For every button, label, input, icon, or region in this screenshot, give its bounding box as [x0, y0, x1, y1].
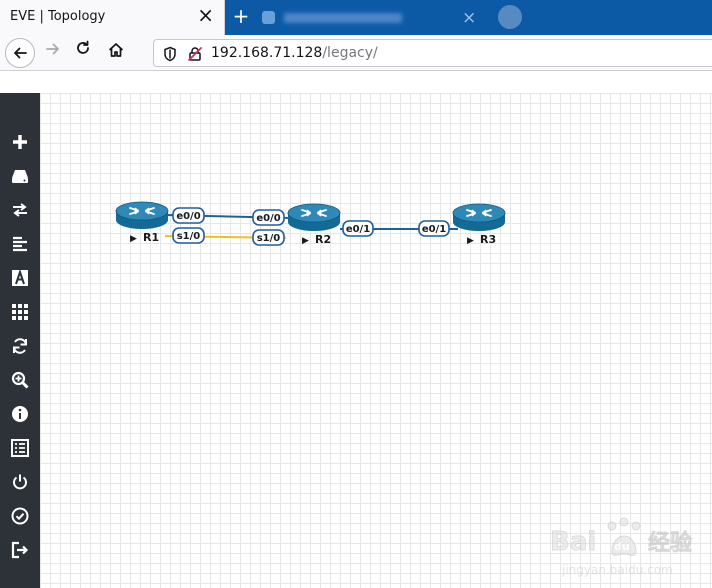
iface-label-r2-s1-0[interactable]: s1/0 — [252, 229, 285, 246]
insecure-lock-icon[interactable] — [187, 46, 203, 66]
browser-tab-strip: EVE | Topology × + × — [0, 0, 712, 35]
url-text[interactable]: 192.168.71.128/legacy/ — [211, 45, 378, 61]
play-icon[interactable]: ▶ — [467, 236, 474, 246]
iface-label-r1-s1-0[interactable]: s1/0 — [172, 227, 205, 244]
svg-text:e0/0: e0/0 — [176, 211, 200, 222]
topology-canvas[interactable]: e0/0 s1/0 e0/0 s1/0 e0/1 e0/1 ▶ R1 — [40, 93, 712, 588]
router-r3[interactable]: ▶ R3 — [452, 203, 506, 246]
info-icon — [12, 406, 28, 422]
svg-text:s1/0: s1/0 — [177, 231, 201, 242]
url-path: /legacy/ — [322, 45, 378, 61]
sidebar-item-add[interactable] — [6, 128, 34, 156]
node-label-r1: R1 — [143, 231, 159, 244]
svg-text:s1/0: s1/0 — [257, 233, 281, 244]
svg-text:jingyan.baidu.com: jingyan.baidu.com — [561, 563, 673, 577]
sidebar-item-zoom[interactable] — [6, 366, 34, 394]
toolbar-gap — [0, 72, 712, 93]
power-icon — [13, 474, 27, 490]
url-bar[interactable]: 192.168.71.128/legacy/ — [153, 39, 712, 67]
grid-icon — [12, 304, 28, 320]
zoom-in-icon — [11, 371, 29, 389]
node-label-r2: R2 — [315, 233, 331, 246]
sidebar-item-close-lab[interactable] — [6, 468, 34, 496]
arrow-left-icon[interactable] — [5, 38, 35, 68]
arrow-right-icon[interactable] — [44, 40, 62, 63]
profile-icon[interactable] — [498, 5, 522, 29]
list-icon — [11, 439, 29, 457]
hard-drive-icon — [12, 170, 28, 183]
router-icon — [115, 201, 169, 229]
router-icon — [452, 203, 506, 231]
swap-arrows-icon — [13, 203, 27, 217]
refresh-icon — [13, 338, 27, 354]
close-icon[interactable]: × — [462, 8, 477, 28]
iface-label-r2-e0-1[interactable]: e0/1 — [342, 220, 374, 237]
topology-diagram[interactable]: e0/0 s1/0 e0/0 s1/0 e0/1 e0/1 ▶ R1 — [40, 93, 712, 588]
blurred-tab-title — [284, 13, 402, 23]
router-r1[interactable]: ▶ R1 — [115, 201, 169, 244]
align-left-icon — [13, 236, 27, 252]
home-icon[interactable] — [107, 41, 125, 63]
paw-icon: du — [607, 517, 641, 556]
svg-text:du: du — [614, 540, 630, 553]
iface-label-r3-e0-1[interactable]: e0/1 — [418, 220, 450, 237]
new-tab-button[interactable]: + — [232, 4, 250, 28]
router-icon — [287, 203, 341, 231]
tab-eve-topology[interactable]: EVE | Topology × — [0, 0, 225, 35]
router-r2[interactable]: ▶ R2 — [287, 203, 341, 246]
sidebar-item-configured-objects[interactable] — [6, 298, 34, 326]
plus-icon — [13, 135, 27, 149]
sidebar-item-lock-lab[interactable] — [6, 502, 34, 530]
sidebar-item-lab-details[interactable] — [6, 434, 34, 462]
check-circle-icon — [11, 507, 29, 525]
sidebar-item-networks[interactable] — [6, 196, 34, 224]
reload-icon[interactable] — [74, 39, 92, 62]
play-icon[interactable]: ▶ — [302, 236, 309, 246]
sidebar-item-startup-configs[interactable] — [6, 230, 34, 258]
svg-text:e0/1: e0/1 — [346, 224, 370, 235]
svg-text:e0/1: e0/1 — [422, 224, 446, 235]
sign-out-icon — [11, 541, 29, 559]
sidebar-item-refresh[interactable] — [6, 332, 34, 360]
text-a-icon — [12, 269, 28, 286]
svg-text:经验: 经验 — [648, 530, 692, 556]
browser-toolbar: 192.168.71.128/legacy/ — [0, 35, 712, 71]
shield-icon[interactable] — [163, 46, 177, 66]
sidebar-item-status[interactable] — [6, 400, 34, 428]
svg-text:Bai: Bai — [550, 527, 596, 557]
tab-blurred[interactable]: × — [256, 3, 486, 32]
eve-sidebar — [0, 93, 40, 588]
play-icon[interactable]: ▶ — [130, 234, 137, 244]
svg-text:e0/0: e0/0 — [256, 213, 280, 224]
favicon-icon — [262, 11, 275, 24]
sidebar-item-logout[interactable] — [6, 536, 34, 564]
url-host: 192.168.71.128 — [211, 45, 323, 61]
iface-label-r2-e0-0[interactable]: e0/0 — [252, 209, 285, 226]
baidu-watermark: Bai du 经验 jingyan.baidu.com — [550, 517, 692, 577]
iface-label-r1-e0-0[interactable]: e0/0 — [172, 207, 205, 224]
node-label-r3: R3 — [480, 233, 496, 246]
sidebar-item-nodes[interactable] — [6, 162, 34, 190]
close-icon[interactable]: × — [197, 3, 214, 27]
sidebar-item-text[interactable] — [6, 264, 34, 292]
tab-title: EVE | Topology — [10, 9, 106, 24]
